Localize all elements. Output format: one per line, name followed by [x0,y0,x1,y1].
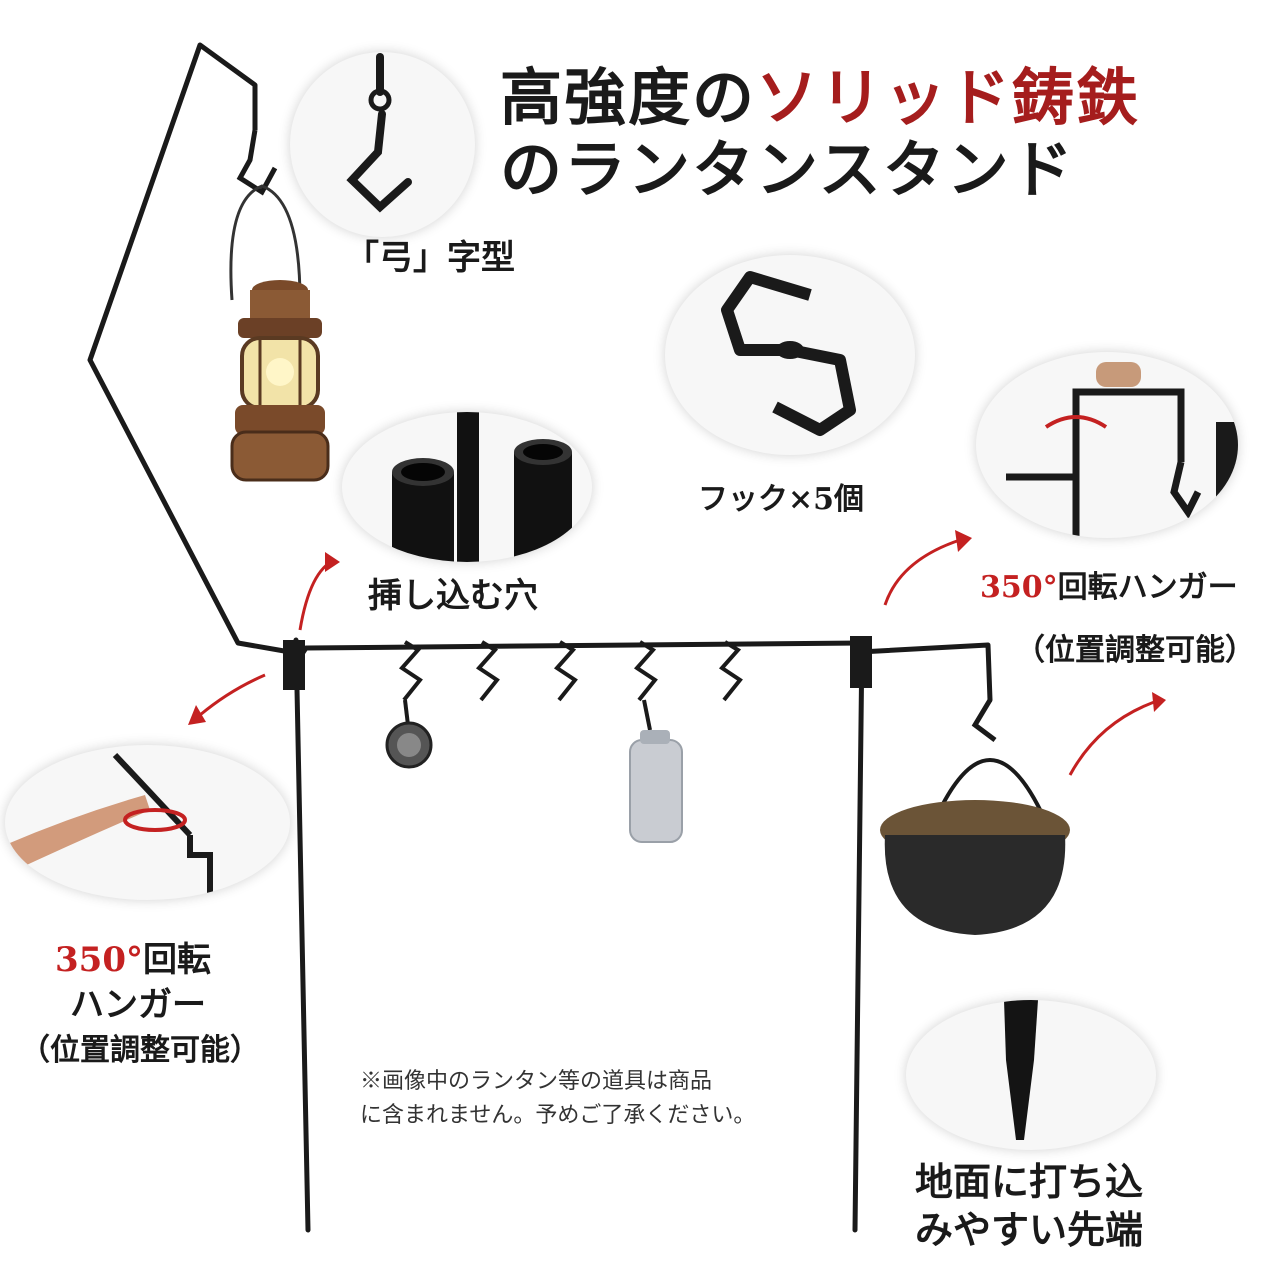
title-part-a: 高強度の [500,61,757,134]
spike-line-2: みやすい先端 [915,1207,1144,1252]
hook-icon [236,85,278,196]
label-right-rotation: 350°回転ハンガー [980,562,1238,606]
pipe-icon [392,412,572,562]
label-right-adjust: （位置調整可能） [1015,633,1255,668]
label-left-hanger: ハンガー [70,985,206,1025]
right-rotation-text: 回転ハンガー [1057,570,1238,605]
lantern-icon [229,184,330,482]
disclaimer-note: ※画像中のランタン等の道具は商品 に含まれません。予めご了承ください。 [360,1065,755,1133]
label-hooks-count: フック×5個 [698,482,865,517]
label-spike: 地面に打ち込 みやすい先端 [915,1158,1143,1254]
bottle-icon [629,730,683,843]
note-line-1: ※画像中のランタン等の道具は商品 [360,1069,713,1094]
note-line-2: に含まれません。予めご了承ください。 [360,1103,756,1128]
pot-icon [880,698,1070,935]
left-hanger-detail-circle [5,745,290,900]
title-part-red: ソリッド鋳鉄 [756,61,1141,134]
right-hanger-detail-circle [976,352,1238,538]
spike-icon [1004,1000,1038,1140]
label-left-rotation: 350°回転 [55,932,211,981]
title-line-2: のランタンスタンド [500,133,1075,206]
left-joint [283,640,305,690]
small-pan-icon [385,699,433,769]
insert-hole-detail-circle [342,412,592,562]
spike-detail-circle [906,1000,1156,1150]
spike-line-1: 地面に打ち込 [915,1159,1144,1204]
left-rotation-text: 回転 [142,940,211,980]
label-left-adjust: （位置調整可能） [20,1033,260,1068]
label-hook-shape: 「弓」字型 [345,238,515,278]
hook-icon [346,53,412,213]
s-hook-row [398,640,743,731]
right-rotation-num: 350° [980,570,1058,605]
left-rotation-num: 350° [55,940,143,980]
s-hook-detail-circle [665,255,915,455]
label-insert-hole: 挿し込む穴 [368,576,538,616]
right-joint [850,636,872,688]
page-title: 高強度のソリッド鋳鉄 のランタンスタンド [500,62,1140,206]
hook-detail-circle [290,52,475,237]
